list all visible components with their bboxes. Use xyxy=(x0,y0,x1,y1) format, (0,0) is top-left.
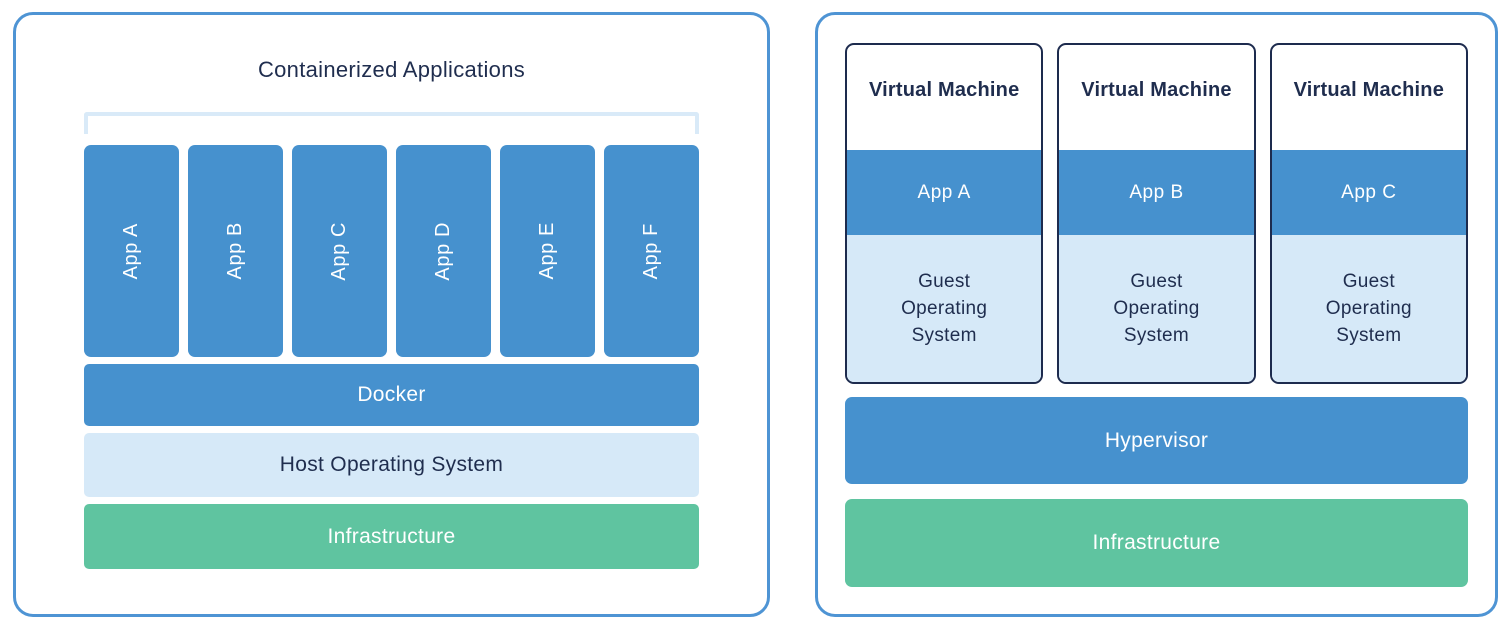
container-app-c-label: App C xyxy=(328,221,350,281)
container-app-d-label: App D xyxy=(432,221,454,281)
container-app-f: App F xyxy=(604,145,699,357)
host-os-layer: Host Operating System xyxy=(84,433,699,497)
vm-1-app: App A xyxy=(847,150,1042,235)
vm-2-title: Virtual Machine xyxy=(1081,79,1232,101)
vm-3-title: Virtual Machine xyxy=(1293,79,1445,101)
vm-row: Virtual Machine App A Guest Operating Sy… xyxy=(845,43,1468,384)
container-app-b-label: App B xyxy=(224,222,246,280)
container-app-a-label: App A xyxy=(120,222,142,280)
vm-box-1: Virtual Machine App A Guest Operating Sy… xyxy=(845,43,1044,384)
vm-1-guest-os: Guest Operating System xyxy=(847,235,1042,382)
virtual-machines-content: Virtual Machine App A Guest Operating Sy… xyxy=(845,15,1468,587)
vm-1-title: Virtual Machine xyxy=(868,79,1020,101)
containers-content: Containerized Applications App A App B A… xyxy=(84,57,699,569)
container-app-f-label: App F xyxy=(640,222,662,280)
docker-layer: Docker xyxy=(84,364,699,426)
vm-3-app: App C xyxy=(1271,150,1466,235)
container-app-c: App C xyxy=(292,145,387,357)
container-app-a: App A xyxy=(84,145,179,357)
vm-box-2: Virtual Machine App B Guest Operating Sy… xyxy=(1057,43,1256,384)
vm-3-guest-os: Guest Operating System xyxy=(1271,235,1466,382)
containers-panel: Containerized Applications App A App B A… xyxy=(13,12,770,617)
virtual-machines-panel: Virtual Machine App A Guest Operating Sy… xyxy=(815,12,1498,617)
container-app-b: App B xyxy=(188,145,283,357)
vm-box-3: Virtual Machine App C Guest Operating Sy… xyxy=(1269,43,1468,384)
container-app-e-label: App E xyxy=(536,222,558,280)
container-app-d: App D xyxy=(396,145,491,357)
containers-title: Containerized Applications xyxy=(257,57,526,82)
vm-2-app: App B xyxy=(1059,150,1254,235)
infrastructure-layer-left: Infrastructure xyxy=(84,504,699,569)
vm-2-guest-os: Guest Operating System xyxy=(1059,235,1254,382)
hypervisor-layer: Hypervisor xyxy=(845,397,1468,484)
container-app-e: App E xyxy=(500,145,595,357)
apps-group-bracket xyxy=(84,112,699,134)
infrastructure-layer-right: Infrastructure xyxy=(845,499,1468,587)
container-apps-row: App A App B App C App D App E App F xyxy=(84,145,699,357)
